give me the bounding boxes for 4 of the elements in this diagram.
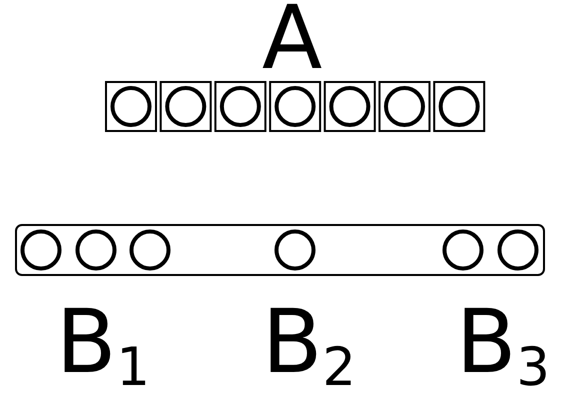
subscripted-label: B$_{3}$ — [456, 298, 550, 386]
letter-label: A — [262, 0, 322, 82]
subscripted-label: B$_{2}$ — [262, 298, 356, 386]
subscripted-label: B$_{1}$ — [56, 298, 150, 386]
